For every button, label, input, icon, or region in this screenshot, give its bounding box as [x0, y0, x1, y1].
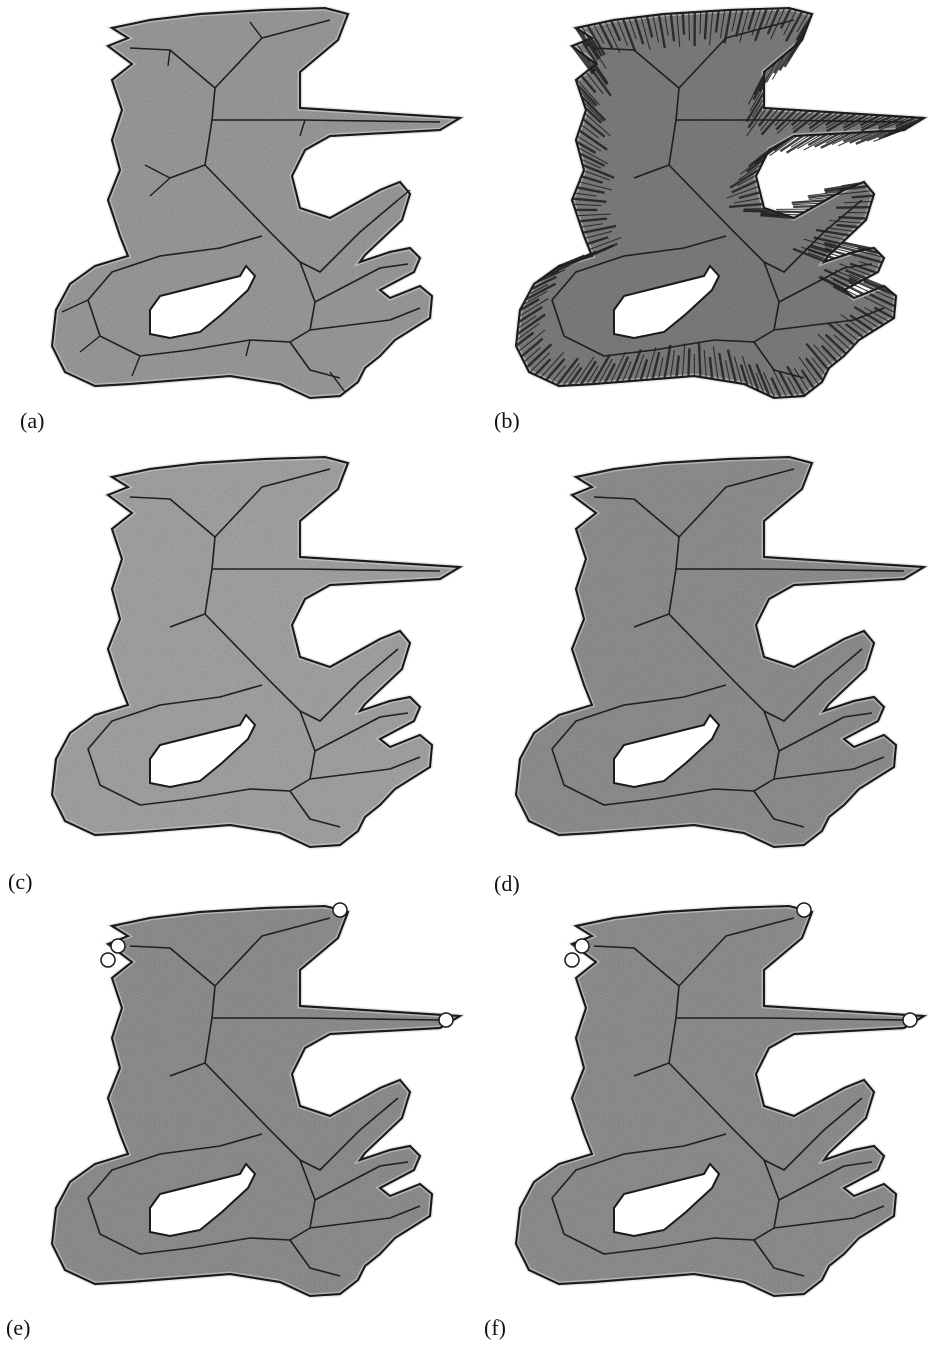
panel-label-d: (d) [494, 873, 520, 895]
tip-cap [903, 1013, 917, 1027]
tip-cap [101, 953, 115, 967]
radial-line [683, 13, 684, 35]
panel-f: (f) [464, 898, 928, 1347]
tip-cap [111, 939, 125, 953]
silhouette-b [516, 8, 924, 398]
silhouette-a [52, 8, 460, 398]
panel-e: (e) [0, 898, 464, 1347]
radial-line [688, 348, 689, 376]
silhouette-d [516, 457, 924, 847]
shape-c [0, 449, 464, 898]
radial-line [838, 217, 866, 218]
tip-cap [333, 903, 347, 917]
tip-cap [575, 939, 589, 953]
panel-c: (c) [0, 449, 464, 898]
silhouette-e [52, 903, 460, 1296]
shape-e [0, 898, 464, 1349]
tip-cap [565, 953, 579, 967]
radial-line [700, 12, 701, 34]
panel-b: (b) [464, 0, 928, 449]
shape-a [0, 0, 464, 449]
silhouette-c [52, 457, 460, 847]
radial-line [699, 343, 700, 377]
radial-line [689, 12, 690, 40]
shape-f [464, 898, 928, 1349]
shape-b [464, 0, 928, 449]
panel-label-a: (a) [20, 410, 44, 432]
panel-label-c: (c) [8, 871, 32, 893]
radial-line [777, 212, 805, 213]
panel-label-e: (e) [6, 1317, 30, 1339]
radial-line [793, 206, 815, 207]
tip-cap [439, 1013, 453, 1027]
shape-d [464, 449, 928, 898]
silhouette-f [516, 903, 924, 1296]
panel-label-b: (b) [494, 410, 520, 432]
panel-d: (d) [464, 449, 928, 898]
tip-cap [797, 903, 811, 917]
panel-a: (a) [0, 0, 464, 449]
panel-label-f: (f) [484, 1317, 506, 1339]
